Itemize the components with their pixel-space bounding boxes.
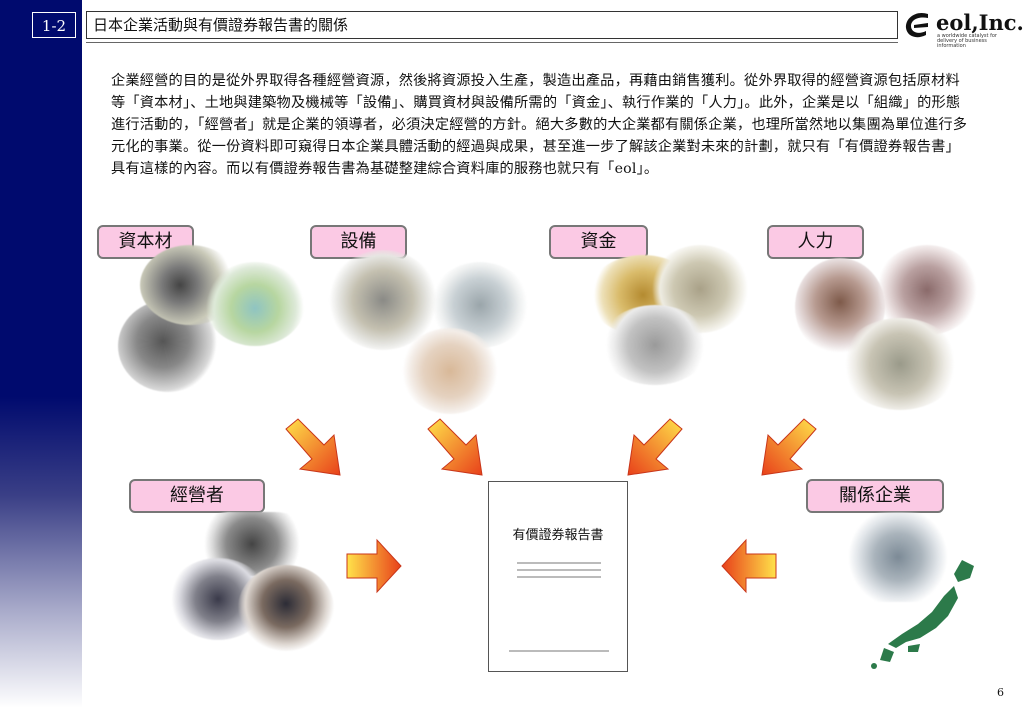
page-number: 6	[997, 686, 1004, 699]
arrow-down-right-capital	[285, 418, 341, 476]
label-affiliates: 關係企業	[806, 479, 944, 513]
sidebar-band	[0, 0, 82, 708]
document-text-line	[517, 576, 601, 578]
label-funds: 資金	[549, 225, 648, 259]
securities-report-document: 有價證券報告書	[488, 481, 628, 672]
arrow-right-management	[346, 538, 402, 594]
document-text-line	[517, 562, 601, 564]
document-text-line	[517, 569, 601, 571]
eol-logo-icon	[905, 12, 928, 38]
arrow-down-left-funds	[627, 418, 683, 476]
logo-tagline: a worldwide catalyst for delivery of bus…	[937, 33, 997, 49]
arrow-down-right-equipment	[427, 418, 483, 476]
logo-wordmark: eol,Inc.	[936, 10, 1023, 35]
label-management: 經營者	[129, 479, 265, 513]
arrow-left-affiliates	[721, 538, 777, 594]
eol-logo: eol,Inc. a worldwide catalyst for delive…	[902, 8, 1023, 49]
document-footer-line	[509, 650, 609, 652]
document-title: 有價證券報告書	[512, 528, 604, 543]
page-title: 日本企業活動與有價證券報告書的關係	[86, 11, 898, 39]
intro-paragraph: 企業經營的目的是從外界取得各種經營資源，然後將資源投入生產，製造出產品，再藉由銷…	[111, 73, 968, 177]
japan-map-graphic	[871, 560, 974, 669]
label-capital-goods: 資本材	[97, 225, 194, 259]
arrow-down-left-personnel	[761, 418, 817, 476]
title-underline	[86, 42, 898, 43]
section-number: 1-2	[32, 12, 76, 38]
label-personnel: 人力	[767, 225, 864, 259]
